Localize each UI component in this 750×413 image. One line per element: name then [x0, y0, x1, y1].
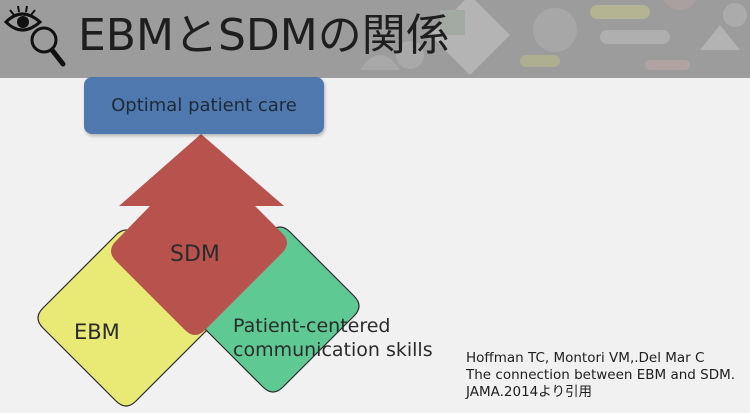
header-banner: EBMとSDMの関係: [0, 0, 750, 78]
ebm-label: EBM: [74, 320, 120, 344]
sdm-label: SDM: [170, 242, 220, 267]
citation-line2: The connection between EBM and SDM.: [466, 367, 736, 383]
page-title: EBMとSDMの関係: [78, 10, 450, 61]
pcc-label-line2: communication skills: [233, 339, 433, 361]
sdm-arrow: [111, 134, 287, 335]
citation: Hoffman TC, Montori VM,.Del Mar C The co…: [466, 350, 735, 401]
decorative-pattern: [0, 0, 750, 78]
citation-line1: Hoffman TC, Montori VM,.Del Mar C: [466, 350, 705, 366]
optimal-patient-care-label: Optimal patient care: [111, 95, 297, 116]
citation-line3: JAMA.2014より引用: [466, 384, 593, 400]
optimal-patient-care-box: Optimal patient care: [84, 77, 324, 134]
eye-magnifier-icon: [3, 5, 66, 67]
pcc-label-line1: Patient-centered: [233, 315, 391, 337]
pcc-label: Patient-centered communication skills: [233, 314, 433, 362]
